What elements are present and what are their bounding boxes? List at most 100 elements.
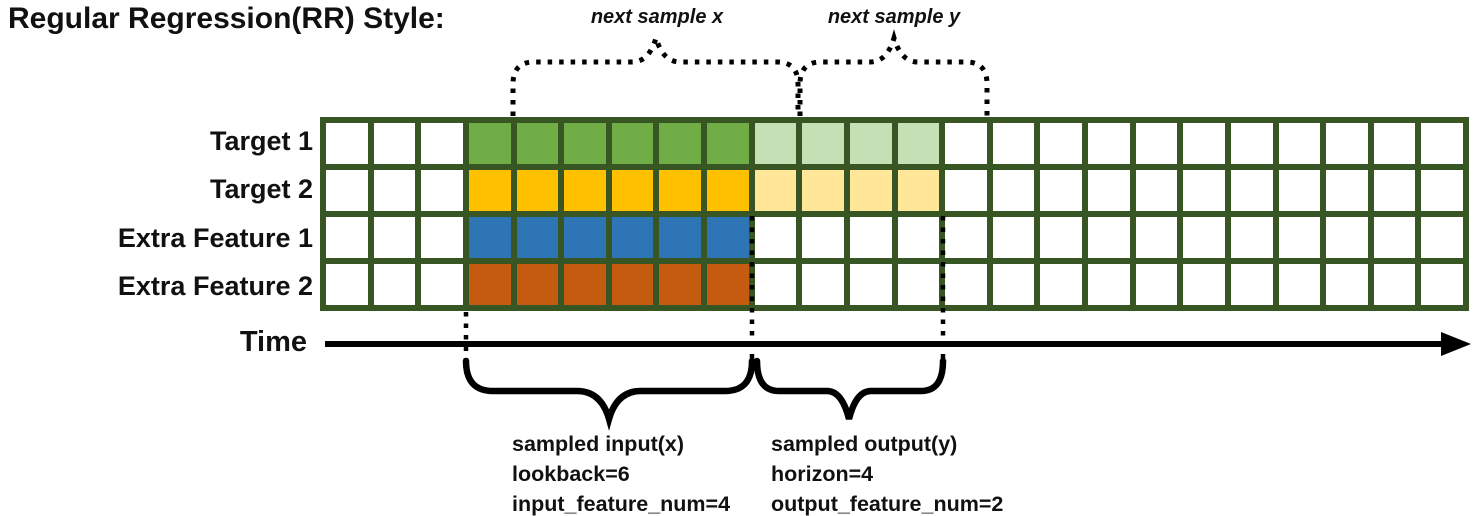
grid-cell <box>611 170 654 211</box>
grid-cell <box>611 123 654 164</box>
grid-cell <box>1421 217 1463 258</box>
time-axis-label: Time <box>239 326 307 358</box>
grid-cell <box>1135 264 1178 305</box>
grid-cell <box>326 123 368 164</box>
grid-cell <box>516 170 559 211</box>
grid-cell <box>1278 170 1321 211</box>
grid-cell <box>802 264 844 305</box>
grid-cell <box>373 217 416 258</box>
grid-cell <box>1421 170 1463 211</box>
grid-cell <box>1088 264 1130 305</box>
grid-cell <box>516 123 559 164</box>
grid-cell <box>611 217 654 258</box>
grid-cell <box>754 170 797 211</box>
grid-cell <box>611 264 654 305</box>
grid-cell <box>849 170 892 211</box>
grid-cell <box>1278 123 1321 164</box>
grid-cell <box>1373 264 1416 305</box>
grid-cell <box>802 170 844 211</box>
grid-cell <box>992 217 1035 258</box>
grid-cell <box>1088 170 1130 211</box>
diagram-title: Regular Regression(RR) Style: <box>8 2 445 35</box>
grid-cell <box>945 217 987 258</box>
sampled-output-brace <box>753 357 947 420</box>
grid-cell <box>1088 217 1130 258</box>
sampled-input-line-1: sampled input(x) <box>512 432 685 456</box>
grid-cell <box>659 264 701 305</box>
grid-cell <box>421 264 463 305</box>
grid-cell <box>564 217 606 258</box>
grid-cell <box>707 170 749 211</box>
row-label-extra-feature-2: Extra Feature 2 <box>117 271 313 302</box>
grid-cell <box>564 123 606 164</box>
grid-cell <box>1230 170 1273 211</box>
grid-cell <box>468 170 511 211</box>
grid-cell <box>897 170 940 211</box>
grid-cell <box>1183 264 1225 305</box>
grid <box>320 117 1469 311</box>
row-label-target-2: Target 2 <box>209 174 313 205</box>
grid-cell <box>1040 264 1082 305</box>
next-sample-x-label: next sample x <box>590 6 724 28</box>
grid-cell <box>326 264 368 305</box>
grid-cell <box>373 170 416 211</box>
grid-cell <box>1373 123 1416 164</box>
grid-cell <box>1230 123 1273 164</box>
grid-cell <box>1135 170 1178 211</box>
grid-cell <box>897 217 940 258</box>
grid-cell <box>1278 217 1321 258</box>
grid-cell <box>1183 217 1225 258</box>
grid-cell <box>992 170 1035 211</box>
grid-cell <box>1135 123 1178 164</box>
sampled-input-annotation: sampled input(x) lookback=6 input_featur… <box>512 429 730 516</box>
grid-cell <box>373 123 416 164</box>
grid-cell <box>1230 217 1273 258</box>
next-sample-y-brace <box>797 29 990 116</box>
grid-cell <box>707 123 749 164</box>
grid-cell <box>992 123 1035 164</box>
grid-cell <box>1278 264 1321 305</box>
grid-cell <box>897 123 940 164</box>
grid-cell <box>945 123 987 164</box>
grid-cell <box>707 217 749 258</box>
grid-cell <box>1373 217 1416 258</box>
sampled-output-line-1: sampled output(y) <box>771 432 958 456</box>
grid-cell <box>849 123 892 164</box>
grid-cell <box>802 123 844 164</box>
sampled-output-line-2: horizon=4 <box>771 462 874 486</box>
grid-cell <box>1040 217 1082 258</box>
sampled-output-line-3: output_feature_num=2 <box>771 492 1004 516</box>
grid-cell <box>1326 217 1368 258</box>
grid-cell <box>468 217 511 258</box>
grid-cell <box>659 123 701 164</box>
grid-cell <box>1183 123 1225 164</box>
grid-cell <box>1135 217 1178 258</box>
grid-cell <box>1421 123 1463 164</box>
grid-cell <box>1326 123 1368 164</box>
grid-cell <box>326 217 368 258</box>
sampled-input-brace <box>462 357 756 431</box>
sampled-input-line-3: input_feature_num=4 <box>512 492 731 516</box>
grid-cell <box>516 217 559 258</box>
grid-cell <box>1230 264 1273 305</box>
grid-cell <box>326 170 368 211</box>
grid-cell <box>421 123 463 164</box>
grid-cell <box>849 264 892 305</box>
grid-cell <box>1040 123 1082 164</box>
grid-cell <box>754 217 797 258</box>
sampled-input-line-2: lookback=6 <box>512 462 630 486</box>
row-label-extra-feature-1: Extra Feature 1 <box>117 222 313 253</box>
grid-cell <box>373 264 416 305</box>
grid-cell <box>897 264 940 305</box>
grid-cell <box>754 123 797 164</box>
grid-cell <box>564 170 606 211</box>
grid-cell <box>1040 170 1082 211</box>
sampled-output-annotation: sampled output(y) horizon=4 output_featu… <box>771 429 1003 516</box>
grid-cell <box>945 264 987 305</box>
row-labels: Target 1 Target 2 Extra Feature 1 Extra … <box>0 117 313 311</box>
row-label-target-1: Target 1 <box>209 125 313 156</box>
grid-cell <box>421 217 463 258</box>
grid-cell <box>992 264 1035 305</box>
next-sample-y-label: next sample y <box>827 6 961 28</box>
